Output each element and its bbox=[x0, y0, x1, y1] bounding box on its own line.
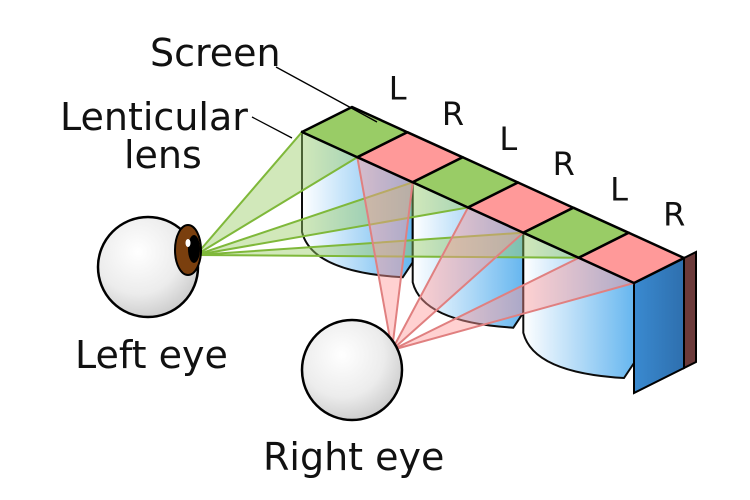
pixel-label-r: R bbox=[553, 145, 575, 183]
lens-cylinder bbox=[522, 231, 635, 380]
screen-side-face bbox=[683, 250, 697, 370]
lens-cylinder bbox=[411, 180, 525, 329]
pixel-label-l: L bbox=[389, 70, 407, 108]
pixel-label-r: R bbox=[442, 95, 464, 133]
screen-leader-line bbox=[275, 66, 378, 123]
lens-cylinder bbox=[301, 130, 414, 279]
screen-pixel-strip bbox=[300, 105, 686, 285]
right-pixel-segment bbox=[577, 231, 686, 285]
right-eye-ray-fan bbox=[355, 155, 637, 351]
right-eye-label: Right eye bbox=[263, 435, 444, 479]
pixel-label-l: L bbox=[610, 170, 628, 208]
pixel-label-r: R bbox=[663, 195, 685, 233]
lens-leader-line bbox=[251, 116, 293, 139]
pixel-label-l: L bbox=[499, 120, 517, 158]
left-eye-pupil bbox=[188, 235, 200, 263]
right-eye bbox=[300, 318, 404, 422]
lenticular-lens-array bbox=[301, 130, 697, 395]
left-eye-label: Left eye bbox=[75, 333, 228, 377]
left-eye bbox=[96, 215, 202, 319]
lenticular-label-line1: Lenticular bbox=[60, 95, 248, 139]
screen-label: Screen bbox=[150, 31, 281, 75]
lenticular-label-line2: lens bbox=[124, 133, 202, 177]
